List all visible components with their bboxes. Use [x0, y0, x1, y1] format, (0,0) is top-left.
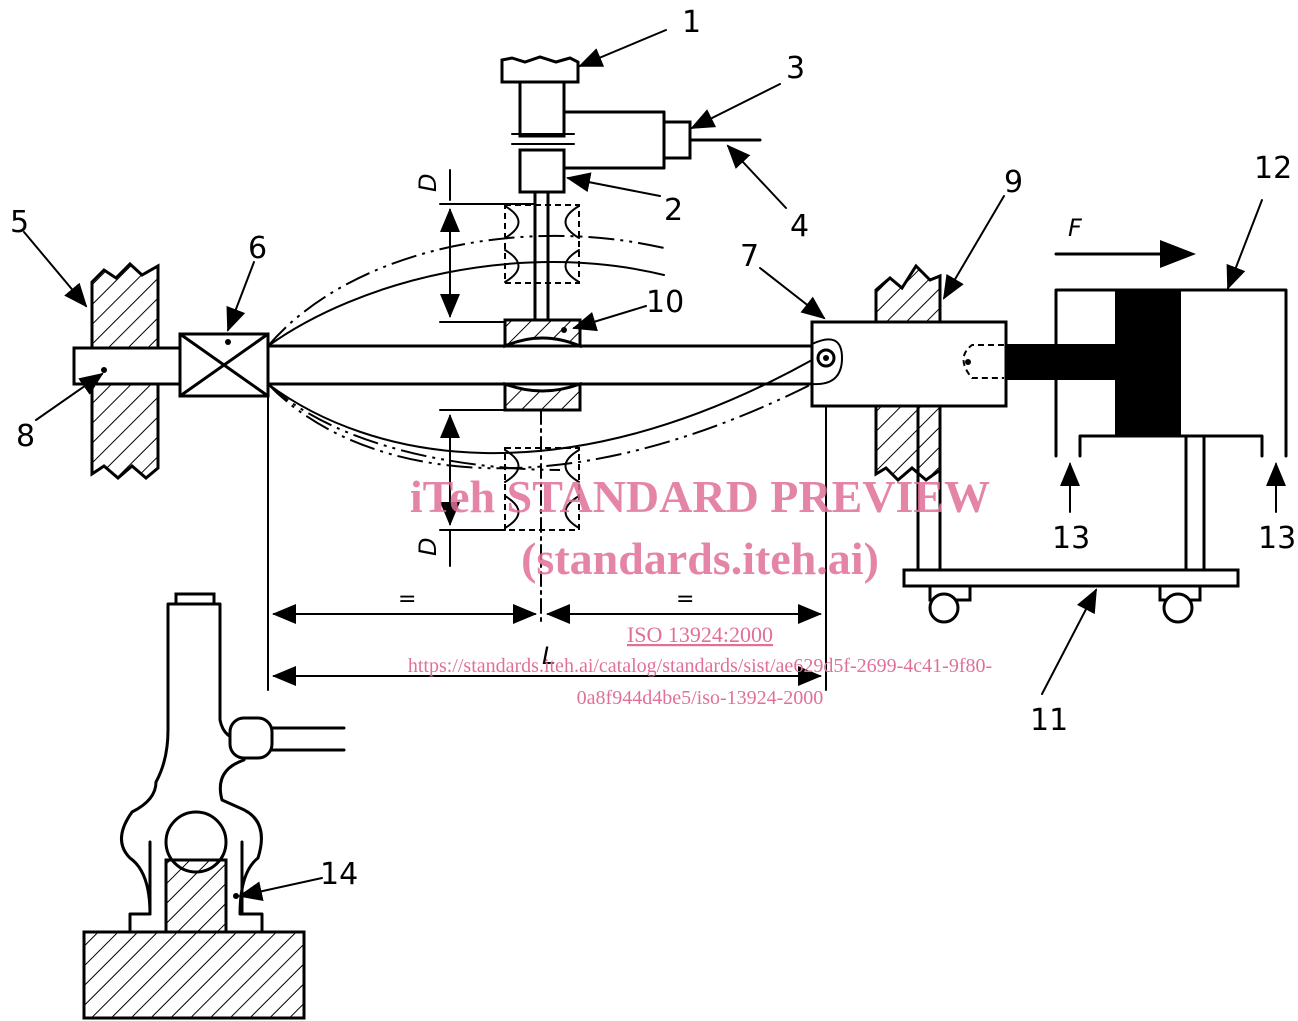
right-clamp-block	[810, 320, 1008, 408]
shaft-point	[101, 367, 107, 373]
specimen-beam	[266, 344, 814, 386]
label-14: 14	[320, 857, 358, 892]
label-12: 12	[1254, 151, 1292, 186]
dim-half-right: =	[676, 587, 694, 612]
label-5: 5	[10, 205, 29, 240]
watermark-site: (standards.iteh.ai)	[521, 533, 879, 584]
watermark-url-1[interactable]: https://standards.iteh.ai/catalog/standa…	[408, 655, 992, 677]
label-11: 11	[1030, 703, 1068, 738]
roller-bottom	[503, 381, 582, 412]
left-shaft	[72, 346, 186, 386]
actuator	[1005, 288, 1288, 458]
load-rod	[533, 190, 550, 320]
label-13-right: 13	[1258, 521, 1296, 556]
pedestal	[82, 592, 346, 1020]
label-6: 6	[248, 231, 267, 266]
deflection-curves	[267, 234, 813, 471]
label-3: 3	[786, 51, 805, 86]
label-1: 1	[682, 5, 701, 40]
label-2: 2	[664, 193, 683, 228]
dim-d-bottom: D	[414, 538, 442, 556]
label-7: 7	[740, 239, 759, 274]
watermark-standard[interactable]: ISO 13924:2000	[627, 622, 773, 647]
force-arrow	[1054, 240, 1196, 268]
roller-top	[503, 318, 582, 349]
dim-d-top: D	[414, 174, 442, 192]
label-8: 8	[16, 419, 35, 454]
port-arrows	[1060, 462, 1286, 513]
upper-roller-ghost	[504, 204, 580, 284]
label-10: 10	[646, 285, 684, 320]
universal-joint	[178, 332, 270, 398]
watermark-title: iTeh STANDARD PREVIEW	[410, 471, 990, 522]
force-label: F	[1068, 214, 1083, 242]
watermark-url-2[interactable]: 0a8f944d4be5/iso-13924-2000	[577, 687, 824, 709]
cart	[902, 404, 1240, 624]
load-cell-assembly	[500, 55, 762, 194]
label-13-left: 13	[1052, 521, 1090, 556]
dim-half-left: =	[398, 587, 416, 612]
label-9: 9	[1004, 165, 1023, 200]
label-4: 4	[790, 209, 809, 244]
leader-lines	[23, 29, 1263, 902]
dim-length: L	[542, 642, 555, 670]
dimension-lines	[267, 169, 827, 691]
